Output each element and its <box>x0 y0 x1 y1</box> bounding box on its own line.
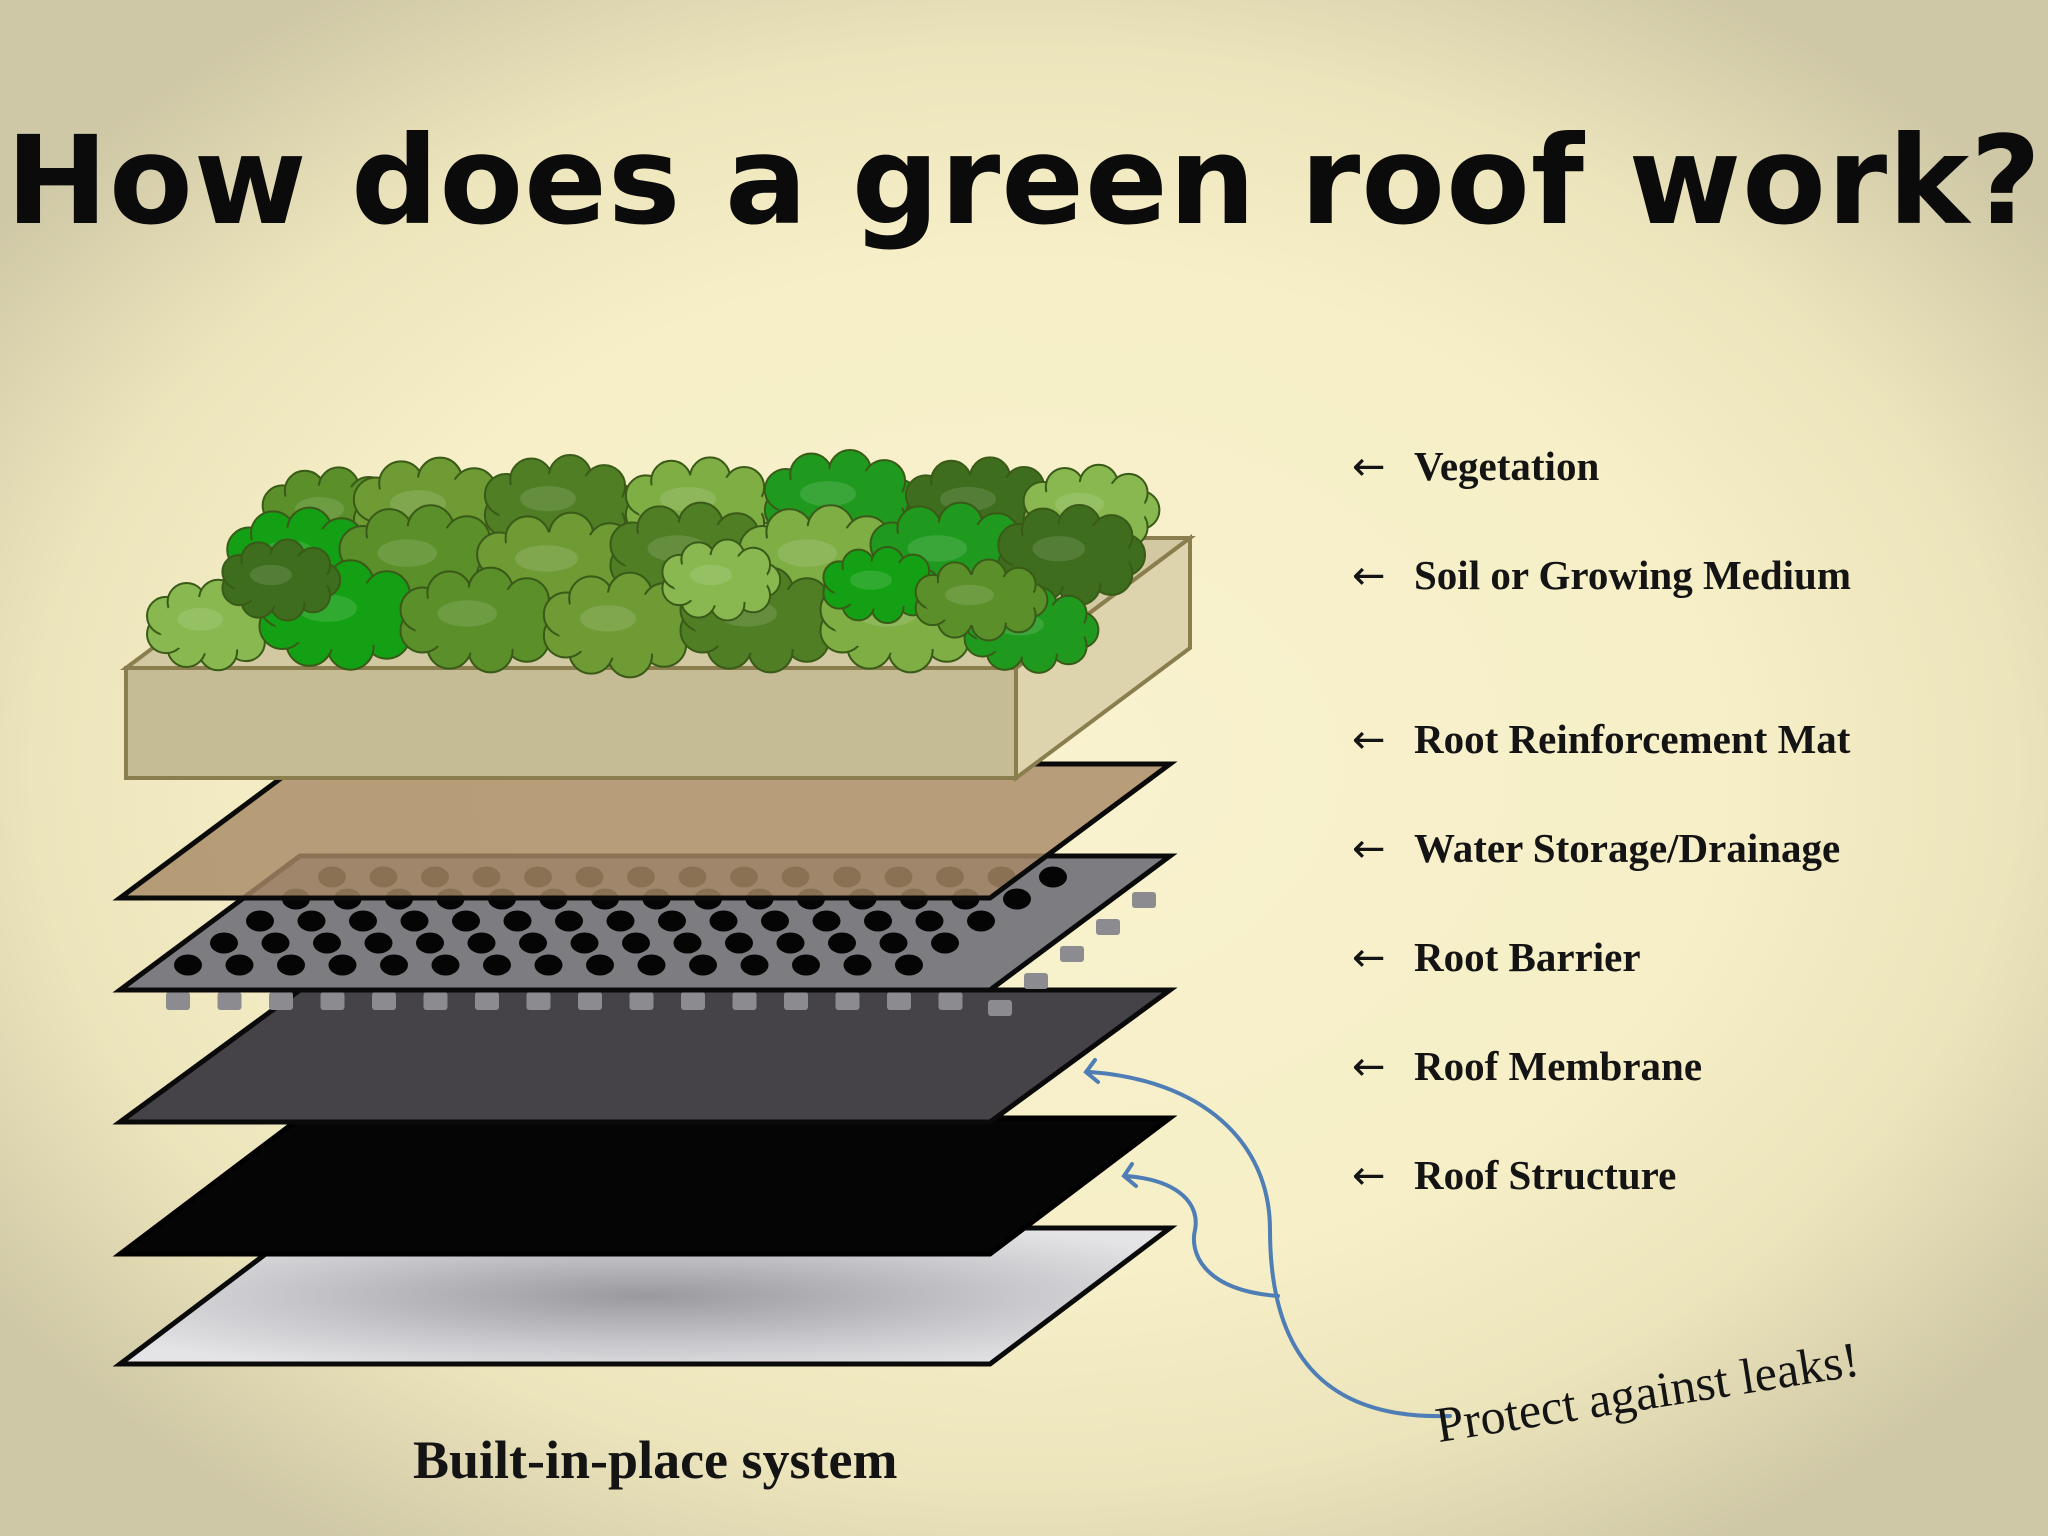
drainage-peg <box>1096 919 1120 935</box>
drainage-peg <box>1132 892 1156 908</box>
drainage-hole <box>313 932 341 954</box>
drainage-pegs <box>166 892 1156 1016</box>
left-arrow-icon: ← <box>1352 553 1386 599</box>
drainage-hole <box>297 910 326 932</box>
drainage-hole <box>261 932 290 954</box>
drainage-hole <box>931 932 959 954</box>
drainage-peg <box>578 992 602 1010</box>
drainage-hole <box>277 954 305 976</box>
drainage-hole <box>174 954 202 976</box>
drainage-hole <box>658 910 686 932</box>
drainage-hole <box>364 932 393 954</box>
drainage-hole <box>416 932 444 954</box>
drainage-hole <box>812 910 841 932</box>
label-roof-membrane: ←Roof Membrane <box>1352 1043 1703 1090</box>
vegetation-clump <box>661 538 782 622</box>
drainage-hole <box>534 954 563 976</box>
drainage-peg <box>784 992 808 1010</box>
drainage-hole <box>637 954 666 976</box>
drainage-hole <box>967 910 995 932</box>
root-barrier-layer <box>112 987 1178 1125</box>
system-caption: Built-in-place system <box>413 1430 898 1490</box>
drainage-hole <box>467 932 496 954</box>
drainage-hole <box>225 954 254 976</box>
vegetation-clump <box>399 566 565 674</box>
drainage-hole <box>709 910 738 932</box>
drainage-hole <box>761 910 789 932</box>
drainage-hole <box>570 932 599 954</box>
drainage-peg <box>269 992 293 1010</box>
drainage-peg <box>475 992 499 1010</box>
label-roof-structure: ←Roof Structure <box>1352 1152 1677 1199</box>
drainage-peg <box>1060 946 1084 962</box>
drainage-peg <box>681 992 705 1010</box>
left-arrow-icon: ← <box>1352 1044 1386 1090</box>
drainage-peg <box>217 992 242 1010</box>
protect-callout-arrows <box>1083 1058 1452 1419</box>
drainage-hole <box>503 910 532 932</box>
left-arrow-icon: ← <box>1352 826 1386 872</box>
drainage-hole <box>915 910 944 932</box>
label-water-storage-drainage: ←Water Storage/Drainage <box>1352 825 1841 872</box>
drainage-peg <box>988 1000 1012 1016</box>
drainage-hole <box>828 932 856 954</box>
drainage-peg <box>423 992 448 1010</box>
drainage-peg <box>629 992 654 1010</box>
drainage-peg <box>320 992 345 1010</box>
left-arrow-icon: ← <box>1352 717 1386 763</box>
drainage-hole <box>349 910 377 932</box>
drainage-hole <box>519 932 547 954</box>
left-arrow-icon: ← <box>1352 1153 1386 1199</box>
label-root-barrier: ←Root Barrier <box>1352 934 1641 981</box>
drainage-peg <box>887 992 911 1010</box>
drainage-hole <box>879 932 908 954</box>
drainage-peg <box>835 992 860 1010</box>
drainage-hole <box>555 910 583 932</box>
drainage-hole <box>740 954 769 976</box>
vegetation-layer <box>146 449 1161 679</box>
drainage-hole <box>622 932 650 954</box>
drainage-hole <box>843 954 872 976</box>
label-vegetation: ←Vegetation <box>1352 443 1600 490</box>
label-root-reinforcement-mat: ←Root Reinforcement Mat <box>1352 716 1851 763</box>
left-arrow-icon: ← <box>1352 935 1386 981</box>
drainage-hole <box>776 932 805 954</box>
vegetation-clump <box>914 558 1049 642</box>
left-arrow-icon: ← <box>1352 444 1386 490</box>
drainage-hole <box>400 910 429 932</box>
drainage-hole <box>725 932 753 954</box>
drainage-hole <box>864 910 892 932</box>
drainage-peg <box>732 992 757 1010</box>
drainage-hole <box>606 910 635 932</box>
drainage-hole <box>246 910 274 932</box>
drainage-hole <box>210 932 238 954</box>
drainage-peg <box>1024 973 1048 989</box>
drainage-hole <box>673 932 702 954</box>
drainage-hole <box>689 954 717 976</box>
roof-structure-layer <box>112 1225 1178 1367</box>
vegetation-clump <box>221 538 342 622</box>
drainage-hole <box>380 954 408 976</box>
drainage-hole <box>1039 866 1067 888</box>
page-title: How does a green roof work? <box>5 110 2043 252</box>
drainage-hole <box>431 954 460 976</box>
drainage-hole <box>483 954 511 976</box>
roof-membrane-layer <box>112 1115 1178 1257</box>
drainage-hole <box>1003 888 1031 910</box>
drainage-peg <box>372 992 396 1010</box>
drainage-hole <box>792 954 820 976</box>
label-soil-growing-medium: ←Soil or Growing Medium <box>1352 552 1851 599</box>
drainage-peg <box>938 992 963 1010</box>
drainage-hole <box>452 910 480 932</box>
drainage-peg <box>166 992 190 1010</box>
drainage-peg <box>526 992 551 1010</box>
drainage-hole <box>586 954 614 976</box>
drainage-hole <box>895 954 923 976</box>
drainage-hole <box>328 954 357 976</box>
root-reinforcement-mat-layer <box>112 761 1178 901</box>
